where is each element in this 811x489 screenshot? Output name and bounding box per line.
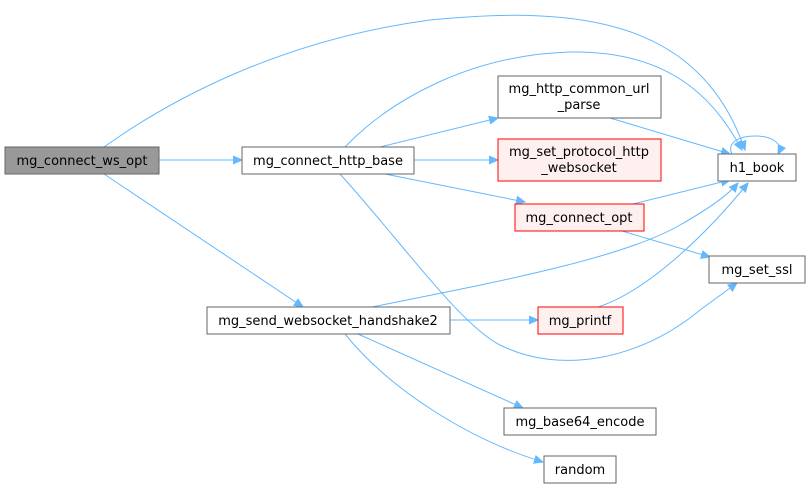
node-label: mg_printf xyxy=(549,314,612,329)
node-random[interactable]: random xyxy=(543,455,617,484)
edge-url-parse-to-h1-book xyxy=(609,117,730,154)
node-label: mg_send_websocket_handshake2 xyxy=(218,314,438,329)
node-mg-base64-encode[interactable]: mg_base64_encode xyxy=(503,407,657,436)
edge-ws-opt-to-h1-book xyxy=(103,14,745,150)
node-label-line1: mg_http_common_url xyxy=(509,82,650,97)
edge-handshake2-to-h1-book xyxy=(371,183,738,308)
edge-ws-opt-to-handshake2 xyxy=(103,173,303,307)
node-label: mg_base64_encode xyxy=(515,415,644,430)
node-mg-connect-http-base[interactable]: mg_connect_http_base xyxy=(241,146,415,175)
edge-http-base-to-set-ssl xyxy=(339,173,737,361)
edge-http-base-to-url-parse xyxy=(379,118,498,148)
edge-h1-book-self-loop xyxy=(730,135,780,154)
node-mg-connect-opt[interactable]: mg_connect_opt xyxy=(514,203,645,232)
node-mg-printf[interactable]: mg_printf xyxy=(537,306,624,335)
node-label: random xyxy=(555,463,605,478)
node-mg-http-common-url-parse[interactable]: mg_http_common_url _parse xyxy=(497,75,662,119)
node-label: mg_connect_ws_opt xyxy=(17,154,148,169)
node-mg-set-protocol-http-websocket[interactable]: mg_set_protocol_http _websocket xyxy=(497,138,662,182)
node-label-line2: _parse xyxy=(557,98,601,113)
node-mg-set-ssl[interactable]: mg_set_ssl xyxy=(708,255,806,284)
edge-handshake2-to-random xyxy=(344,333,543,462)
edge-printf-to-h1-book xyxy=(597,183,748,308)
node-label-line2: _websocket xyxy=(540,161,616,176)
node-label: mg_connect_opt xyxy=(525,211,632,226)
edge-connect-opt-to-set-ssl xyxy=(621,230,710,257)
edge-http-base-to-h1-book xyxy=(344,51,742,150)
node-mg-send-websocket-handshake2[interactable]: mg_send_websocket_handshake2 xyxy=(206,306,451,335)
edge-handshake2-to-base64 xyxy=(357,333,523,408)
nodes: mg_connect_ws_opt mg_connect_http_base m… xyxy=(4,75,806,484)
node-label: mg_connect_http_base xyxy=(253,154,403,169)
edge-http-base-to-connect-opt xyxy=(384,173,525,202)
node-mg-connect-ws-opt[interactable]: mg_connect_ws_opt xyxy=(4,146,160,175)
node-label: h1_book xyxy=(730,161,785,176)
node-label: mg_set_ssl xyxy=(722,263,793,278)
node-label-line1: mg_set_protocol_http xyxy=(509,145,649,160)
edges xyxy=(103,14,780,462)
edge-connect-opt-to-h1-book xyxy=(624,180,730,207)
node-h1-book[interactable]: h1_book xyxy=(717,153,797,182)
